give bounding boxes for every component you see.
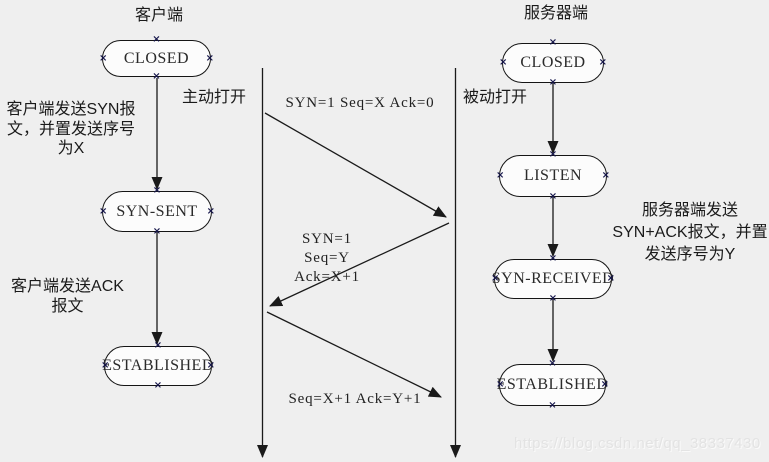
ack-segment-arrow	[266, 311, 442, 398]
annotation-line: SYN+ACK报文，并置	[612, 224, 768, 241]
syn-segment-label: SYN=1 Seq=X Ack=0	[285, 95, 435, 111]
segment-label-line: SYN=1 Seq=Y	[302, 231, 352, 266]
state-label: CLOSED	[123, 49, 190, 67]
state-node-server-established: ESTABLISHED × × × ×	[496, 359, 609, 411]
state-label: SYN-RECEIVED	[491, 270, 615, 287]
annotation-line: 服务器端发送	[641, 202, 738, 219]
state-label: ESTABLISHED	[102, 357, 214, 374]
server-synack-annotation: 服务器端发送 SYN+ACK报文，并置 发送序号为Y	[611, 200, 769, 266]
state-label: ESTABLISHED	[496, 376, 609, 393]
syn-segment-arrow	[264, 112, 447, 218]
client-active-open-label: 主动打开	[182, 89, 247, 106]
annotation-line: 客户端发送ACK	[11, 278, 124, 295]
synack-segment-arrow	[269, 222, 450, 307]
annotation-line: 为X	[57, 140, 85, 157]
state-node-client-established: ESTABLISHED × × × ×	[101, 341, 215, 391]
state-node-client-syn-sent: SYN-SENT × × × ×	[99, 186, 215, 237]
ack-segment-label: Seq=X+1 Ack=Y+1	[288, 391, 422, 407]
state-node-server-closed: CLOSED × × × ×	[499, 38, 607, 88]
state-label: SYN-SENT	[116, 202, 198, 220]
state-node-server-syn-received: SYN-RECEIVED × × × ×	[491, 254, 615, 304]
client-ack-annotation: 客户端发送ACK 报文	[0, 277, 135, 317]
client-column-title: 客户端	[134, 7, 183, 24]
server-column-title: 服务器端	[523, 5, 588, 22]
annotation-line: 客户端发送SYN报	[6, 101, 136, 118]
synack-segment-label: SYN=1 Seq=Y Ack=X+1	[277, 230, 377, 287]
annotation-line: 文，并置发送序号	[6, 120, 135, 138]
state-node-server-listen: LISTEN × × × ×	[496, 150, 610, 202]
annotation-line: 报文	[51, 298, 84, 315]
state-node-client-closed: CLOSED × × × ×	[99, 35, 214, 82]
state-label: CLOSED	[520, 54, 586, 71]
client-syn-annotation: 客户端发送SYN报 文，并置发送序号 为X	[0, 100, 142, 159]
segment-label-line: Ack=X+1	[294, 269, 360, 285]
csdn-watermark: https://blog.csdn.net/qq_38337430	[514, 435, 761, 452]
state-label: LISTEN	[523, 167, 583, 184]
annotation-line: 发送序号为Y	[644, 246, 736, 263]
server-passive-open-label: 被动打开	[463, 89, 528, 106]
